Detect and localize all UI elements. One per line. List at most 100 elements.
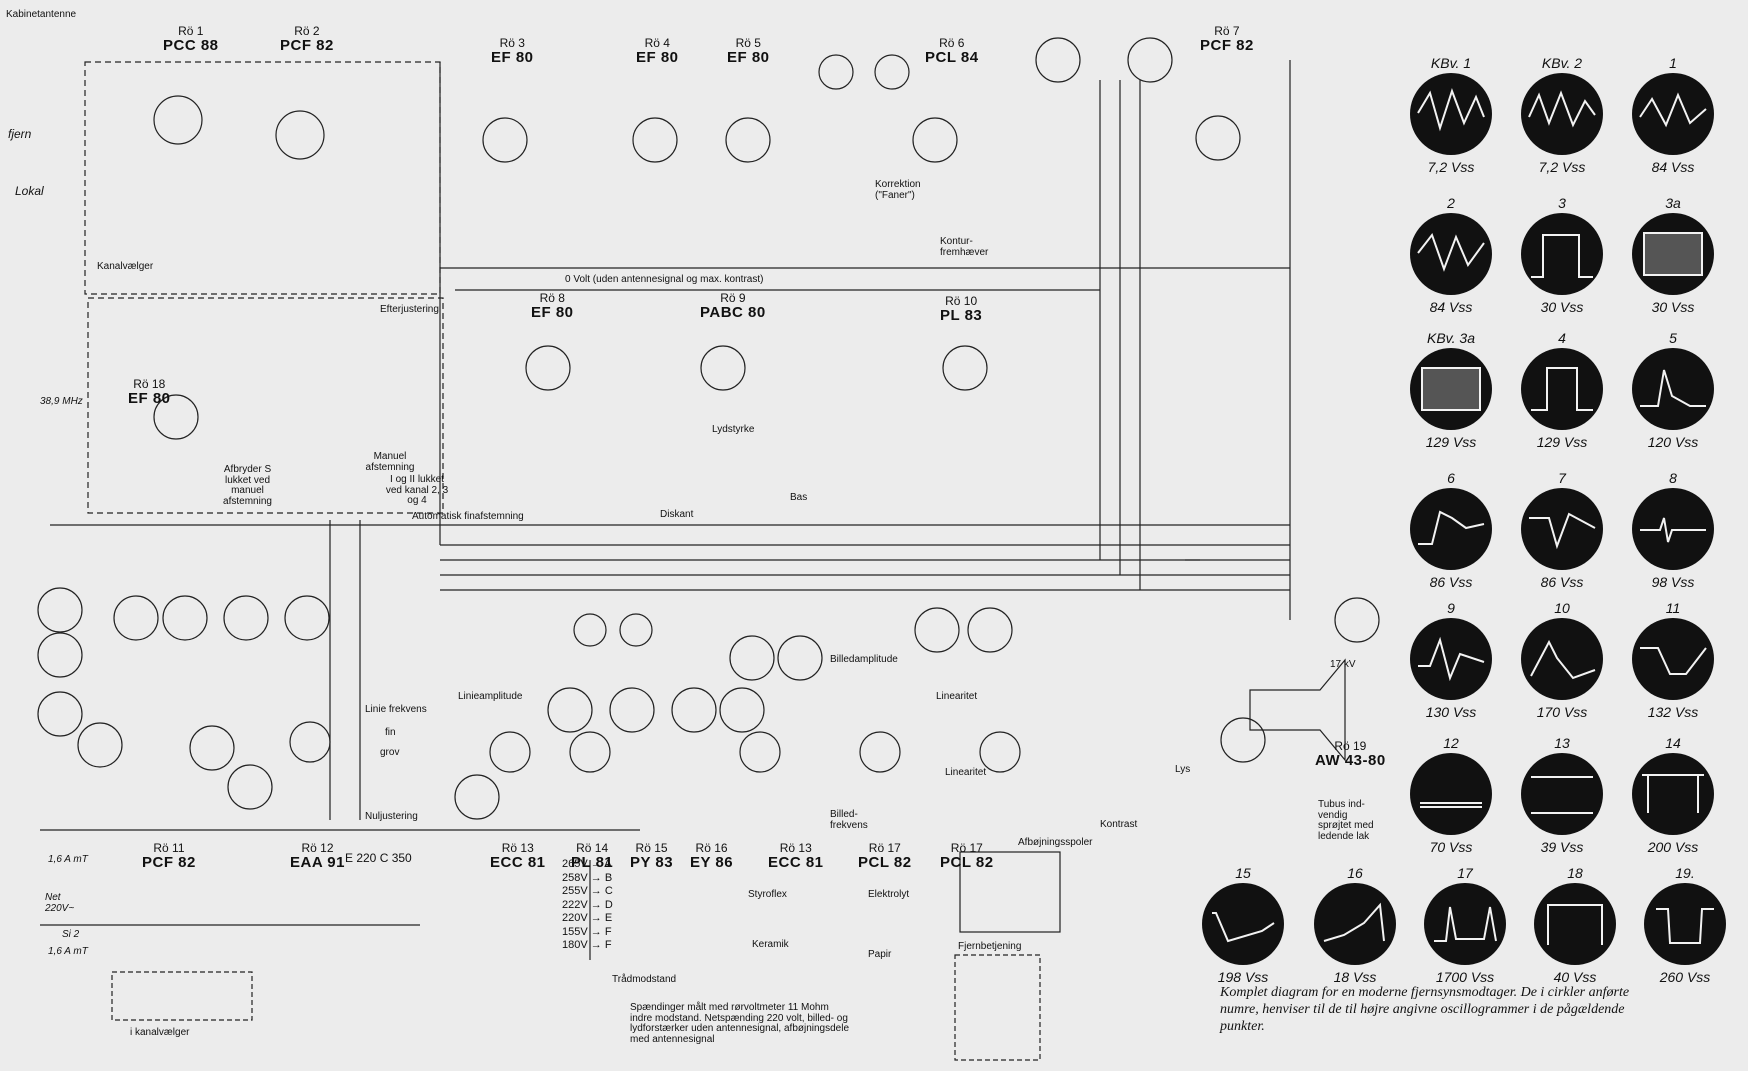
tube-type: AW 43-80 xyxy=(1315,751,1386,769)
oscillogram-number: 14 xyxy=(1665,735,1681,751)
billedamplitude-label: Billedamplitude xyxy=(830,654,898,665)
supply-voltage: 265V xyxy=(562,858,588,870)
afbryder-note: Afbryder S lukket ved manuel afstemning xyxy=(223,464,272,507)
afbojningsspoler-label: Afbøjningsspoler xyxy=(1018,837,1093,848)
tube-type: PCC 88 xyxy=(163,36,219,54)
oscillogram-screen xyxy=(1534,883,1616,965)
oscillogram-voltage: 260 Vss xyxy=(1659,969,1711,985)
oscillogram-screen xyxy=(1632,213,1714,295)
oscillogram-number: 10 xyxy=(1554,600,1570,616)
oscillogram-number: KBv. 1 xyxy=(1430,55,1472,71)
oscillogram-voltage: 130 Vss xyxy=(1425,704,1477,720)
waveform-path xyxy=(1434,906,1497,942)
oscillogram-voltage: 200 Vss xyxy=(1647,839,1699,855)
tube-type: EF 80 xyxy=(727,48,770,66)
waveform-path xyxy=(1531,367,1593,411)
kanal-note: I og II lukket ved kanal 2, 3 og 4 xyxy=(385,474,449,506)
oscillogram-number: 16 xyxy=(1347,865,1363,881)
oscillogram-screen xyxy=(1521,213,1603,295)
measurement-note: Spændinger målt med rørvoltmeter 11 Mohm… xyxy=(630,1002,850,1045)
oscillogram-voltage: 86 Vss xyxy=(1429,574,1473,590)
supply-voltage: 222V xyxy=(562,898,588,911)
keramik-label: Keramik xyxy=(752,939,789,950)
oscillogram-screen xyxy=(1521,753,1603,835)
tube-code: Rö 5 xyxy=(735,36,761,50)
tube-type: PL 83 xyxy=(940,306,983,324)
oscillogram-number: 11 xyxy=(1665,600,1681,616)
oscillogram-screen xyxy=(1632,753,1714,835)
tube-type: PABC 80 xyxy=(700,303,766,321)
tube-type: ECC 81 xyxy=(768,853,824,871)
tube-code: Rö 4 xyxy=(644,36,670,50)
oscillogram-number: 8 xyxy=(1669,470,1677,486)
liniefrekvens-label: Linie frekvens xyxy=(365,704,427,715)
lydstyrke-label: Lydstyrke xyxy=(712,424,755,435)
oscillogram-screen xyxy=(1521,618,1603,700)
oscillogram-voltage: 70 Vss xyxy=(1429,839,1473,855)
oscillogram-screen xyxy=(1644,883,1726,965)
waveform-path xyxy=(1642,774,1704,813)
waveform-trace xyxy=(1417,232,1485,272)
supply-row: 255V → C xyxy=(562,885,613,899)
oscillogram-voltage: 1700 Vss xyxy=(1435,969,1495,985)
si2-label: Si 2 xyxy=(62,929,80,940)
waveform-trace xyxy=(1323,902,1385,942)
fuse-1-label: 1,6 A mT xyxy=(48,854,88,865)
korrektion-label: Korrektion ("Faner") xyxy=(875,179,921,201)
oscillogram-voltage: 129 Vss xyxy=(1425,434,1477,450)
waveform-trace xyxy=(1434,906,1497,942)
waveform-path xyxy=(1418,510,1485,545)
tube-type: EF 80 xyxy=(636,48,679,66)
antenna-fjern-label: fjern xyxy=(8,127,32,141)
tube-type: EF 80 xyxy=(128,389,171,407)
tube-type: PY 83 xyxy=(630,853,674,871)
oscillogram-voltage: 170 Vss xyxy=(1536,704,1588,720)
waveform-trace xyxy=(1642,774,1704,813)
oscillogram-voltage: 120 Vss xyxy=(1647,434,1699,450)
manuel-afstemning-label: Manuel afstemning xyxy=(365,451,415,473)
supply-row: 180V → F xyxy=(562,939,613,953)
waveform-trace xyxy=(1530,639,1596,680)
supply-voltage: 255V xyxy=(562,885,588,897)
fuse-2-label: 1,6 A mT xyxy=(48,946,88,957)
oscillogram-voltage: 7,2 Vss xyxy=(1538,159,1586,175)
oscillogram-screen xyxy=(1202,883,1284,965)
oscillogram-screen xyxy=(1521,348,1603,430)
linearitet-label: Linearitet xyxy=(936,691,978,702)
oscillogram: 10 170 Vss xyxy=(1517,600,1607,720)
waveform-path xyxy=(1531,234,1593,278)
oscillogram-voltage: 84 Vss xyxy=(1429,299,1473,315)
supply-terminal: → A xyxy=(587,858,612,870)
tube-code: Rö 14 xyxy=(576,841,609,855)
oscillogram-voltage: 84 Vss xyxy=(1651,159,1695,175)
waveform-trace xyxy=(1212,912,1275,943)
oscillogram-voltage: 7,2 Vss xyxy=(1427,159,1475,175)
tube-code: Rö 17 xyxy=(950,841,983,855)
elektrolyt-label: Elektrolyt xyxy=(868,889,910,900)
if-input-label: 38,9 MHz xyxy=(40,396,83,407)
supply-row: 155V → F xyxy=(562,926,613,940)
oscillogram-voltage: 30 Vss xyxy=(1651,299,1695,315)
tube-code: Rö 7 xyxy=(1214,24,1240,38)
tube-code: Rö 19 xyxy=(1334,739,1367,753)
waveform-trace xyxy=(1656,908,1714,944)
oscillogram-screen xyxy=(1424,883,1506,965)
oscillogram-screen xyxy=(1521,488,1603,570)
tube-type: PCL 82 xyxy=(940,853,994,871)
waveform-path xyxy=(1547,904,1603,945)
lys-label: Lys xyxy=(1175,764,1191,775)
kontrast-label: Kontrast xyxy=(1100,819,1138,830)
waveform-trace xyxy=(1643,232,1703,276)
tube-type: PCF 82 xyxy=(1200,36,1254,54)
